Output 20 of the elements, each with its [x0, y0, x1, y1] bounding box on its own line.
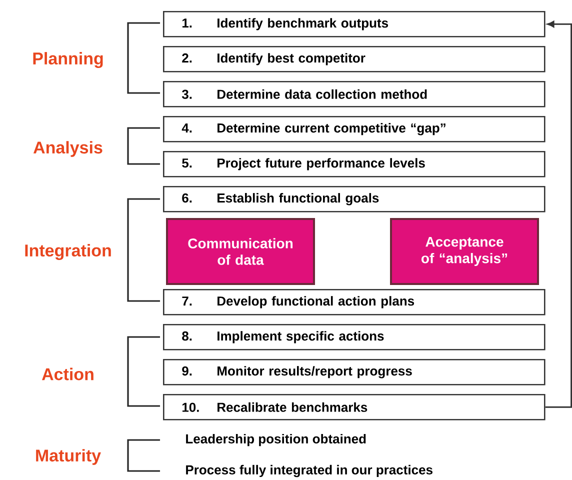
phase-label: Action [42, 368, 94, 380]
step-box: 6. Establish functional goals [163, 186, 546, 212]
phase-label: Integration [25, 244, 111, 260]
highlight-box: Communication of data [166, 218, 315, 285]
step-box: 4. Determine current competitive “gap” [163, 116, 546, 142]
step-box: 7. Develop functional action plans [163, 289, 546, 316]
phase-label: Maturity [36, 449, 101, 465]
step-box: 1. Identify benchmark outputs [163, 11, 546, 38]
feedback-arrow [545, 20, 572, 408]
step-box: 8. Implement specific actions [163, 324, 546, 350]
step-box: 5. Project future performance levels [163, 151, 546, 178]
outcome-text: Leadership position obtained [186, 434, 366, 446]
highlight-box: Acceptance of “analysis” [390, 218, 539, 285]
outcome-text: Process fully integrated in our practices [186, 464, 432, 478]
phase-label: Planning [33, 52, 103, 68]
phase-label: Analysis [33, 141, 102, 157]
step-box: 3. Determine data collection method [163, 81, 546, 108]
step-box: 2. Identify best competitor [163, 46, 546, 72]
step-box: 9. Monitor results/report progress [163, 359, 546, 386]
step-box: 10. Recalibrate benchmarks [163, 394, 546, 420]
